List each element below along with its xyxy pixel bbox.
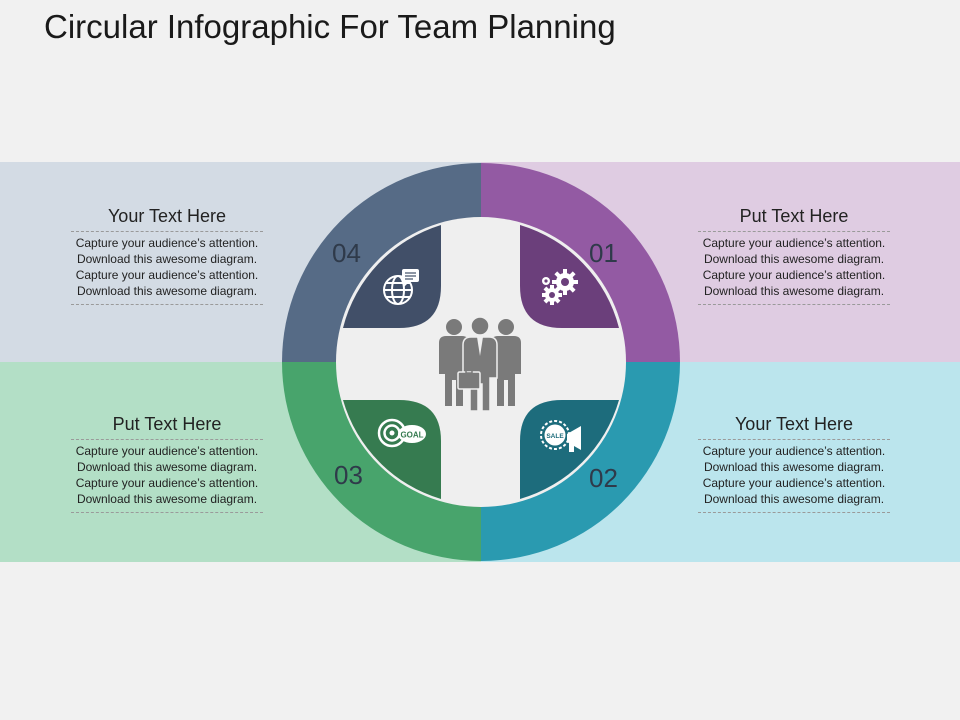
divider xyxy=(71,439,263,440)
text-line: Capture your audience’s attention. xyxy=(75,444,259,458)
text-line: Download this awesome diagram. xyxy=(76,284,258,298)
text-line: Download this awesome diagram. xyxy=(703,460,885,474)
text-block-heading: Put Text Here xyxy=(739,206,849,226)
text-line: Capture your audience’s attention. xyxy=(702,476,886,490)
text-block-heading: Your Text Here xyxy=(734,414,854,434)
svg-text:GOAL: GOAL xyxy=(400,431,423,440)
text-line: Capture your audience’s attention. xyxy=(702,236,886,250)
segment-number-03: 03 xyxy=(334,460,363,490)
text-line: Capture your audience’s attention. xyxy=(702,268,886,282)
gears-icon xyxy=(542,269,578,305)
divider xyxy=(698,304,890,305)
page-title: Circular Infographic For Team Planning xyxy=(44,8,616,45)
sale-megaphone-icon: SALE xyxy=(540,420,581,452)
text-block-heading: Your Text Here xyxy=(107,206,227,226)
team-people-icon xyxy=(439,316,521,412)
text-line: Capture your audience’s attention. xyxy=(75,476,259,490)
goal-target-icon: GOAL xyxy=(377,418,426,448)
text-block-heading: Put Text Here xyxy=(112,414,222,434)
text-block-02: Your Text Here Capture your audience’s a… xyxy=(684,413,904,516)
text-line: Download this awesome diagram. xyxy=(703,284,885,298)
text-line: Download this awesome diagram. xyxy=(703,252,885,266)
divider xyxy=(71,512,263,513)
text-line: Capture your audience’s attention. xyxy=(702,444,886,458)
text-line: Download this awesome diagram. xyxy=(76,460,258,474)
divider xyxy=(698,439,890,440)
inner-tile-03 xyxy=(343,400,441,499)
text-block-04: Your Text Here Capture your audience’s a… xyxy=(57,205,277,308)
divider xyxy=(698,231,890,232)
divider xyxy=(698,512,890,513)
text-line: Download this awesome diagram. xyxy=(76,252,258,266)
text-line: Download this awesome diagram. xyxy=(703,492,885,506)
segment-number-04: 04 xyxy=(332,238,361,268)
globe-chat-icon xyxy=(383,269,419,305)
text-line: Capture your audience’s attention. xyxy=(75,236,259,250)
text-line: Download this awesome diagram. xyxy=(76,492,258,506)
divider xyxy=(71,304,263,305)
segment-number-01: 01 xyxy=(589,238,618,268)
text-block-01: Put Text Here Capture your audience’s at… xyxy=(684,205,904,308)
segment-number-02: 02 xyxy=(589,463,618,493)
svg-text:SALE: SALE xyxy=(546,433,564,440)
divider xyxy=(71,231,263,232)
text-line: Capture your audience’s attention. xyxy=(75,268,259,282)
text-block-03: Put Text Here Capture your audience’s at… xyxy=(57,413,277,516)
